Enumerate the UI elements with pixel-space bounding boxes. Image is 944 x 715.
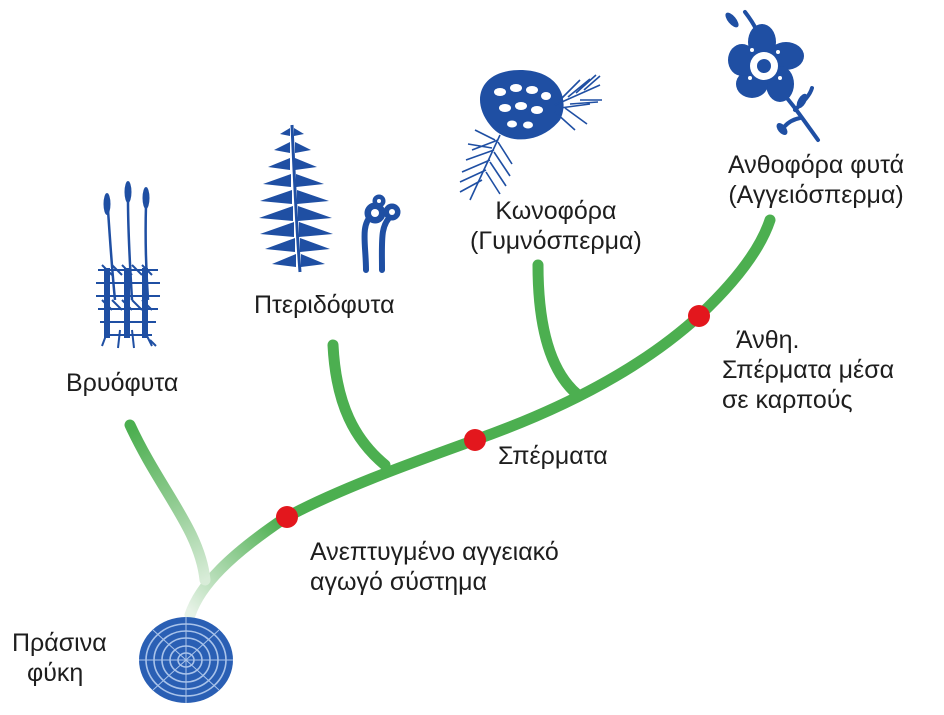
gymnosperms-line1: Κωνοφόρα <box>470 196 642 226</box>
fern-branch <box>333 345 385 465</box>
innovation-label-seeds: Σπέρματα <box>498 441 608 471</box>
innovation-label-vascular: Ανεπτυγμένο αγγειακό αγωγό σύστημα <box>310 537 559 597</box>
flowers-line1: Άνθη. <box>722 325 894 355</box>
fern-icon <box>259 125 400 272</box>
group-label-green-algae: Πράσινα φύκη <box>12 628 107 688</box>
seeds-marker <box>464 429 486 451</box>
conifer-branch <box>538 265 578 395</box>
innovation-label-flowers: Άνθη. Σπέρματα μέσα σε καρπούς <box>722 325 894 415</box>
algae-cross-section-icon <box>139 617 233 703</box>
angiosperms-line2: (Αγγειόσπερμα) <box>728 180 904 210</box>
angiosperms-line1: Ανθοφόρα φυτά <box>728 150 904 180</box>
group-label-pteridophytes: Πτεριδόφυτα <box>254 290 395 320</box>
group-label-angiosperms: Ανθοφόρα φυτά (Αγγειόσπερμα) <box>728 150 904 210</box>
flowers-line2: Σπέρματα μέσα <box>722 355 894 385</box>
flowers-marker <box>688 305 710 327</box>
main-branch <box>285 220 770 518</box>
flower-icon <box>723 11 818 140</box>
vascular-line2: αγωγό σύστημα <box>310 567 559 597</box>
moss-icon <box>96 181 160 348</box>
flowers-line3: σε καρπούς <box>722 385 894 415</box>
vascular-system-marker <box>276 506 298 528</box>
gymnosperms-line2: (Γυμνόσπερμα) <box>470 226 642 256</box>
green-algae-line1: Πράσινα <box>12 628 107 658</box>
green-algae-line2: φύκη <box>12 658 107 688</box>
group-label-gymnosperms: Κωνοφόρα (Γυμνόσπερμα) <box>470 196 642 256</box>
pine-cone-icon <box>460 70 602 200</box>
moss-branch <box>130 425 205 580</box>
group-label-bryophytes: Βρυόφυτα <box>66 368 178 398</box>
vascular-line1: Ανεπτυγμένο αγγειακό <box>310 537 559 567</box>
